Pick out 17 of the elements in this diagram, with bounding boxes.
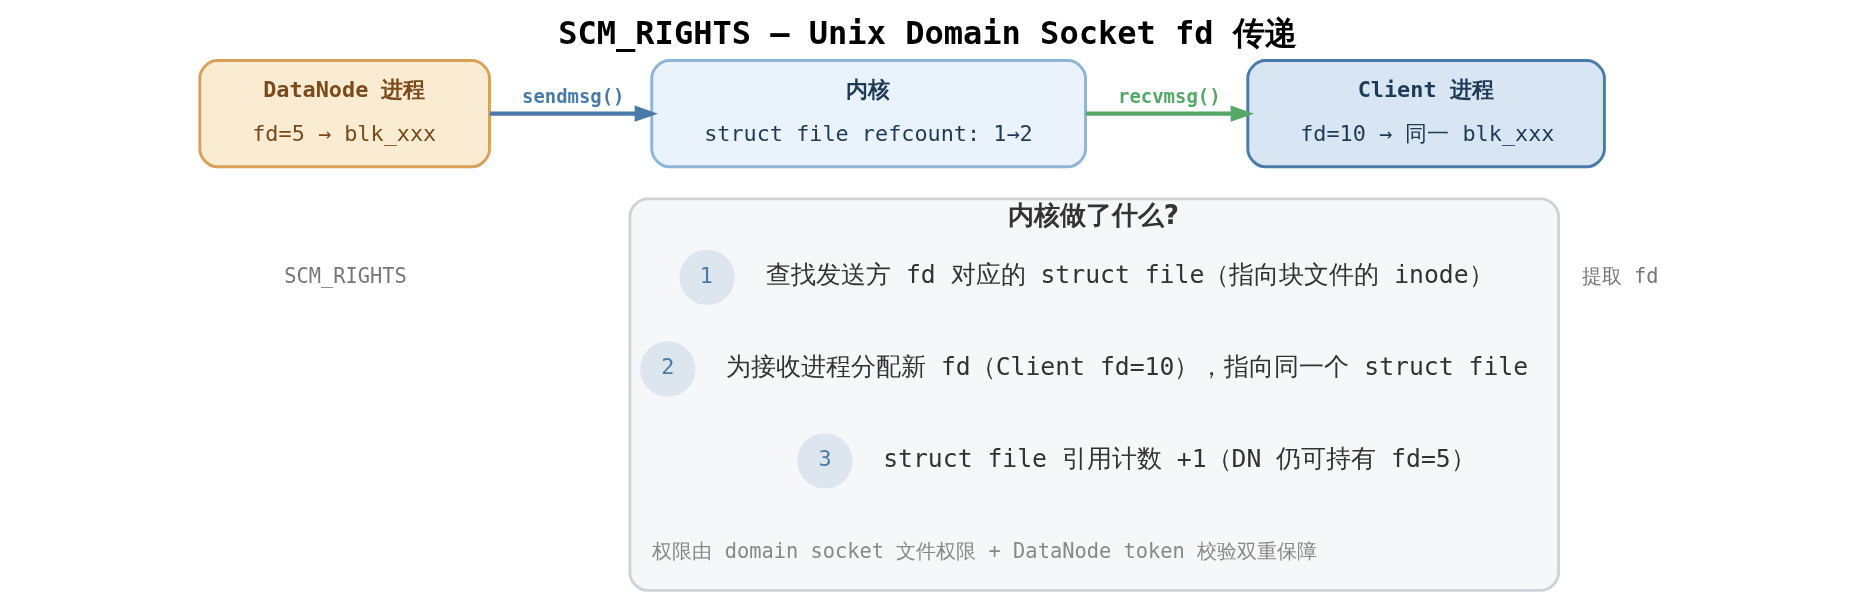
node-box: DataNode 进程 fd=5 → blk_xxx bbox=[197, 59, 491, 169]
arrow bbox=[489, 105, 658, 122]
node-circle: 2 bbox=[639, 341, 695, 397]
label: 提取 fd bbox=[1581, 263, 1659, 288]
node-box: 内核 struct file refcount: 1→2 bbox=[649, 59, 1087, 169]
node-box: Client 进程 fd=10 → 同一 blk_xxx bbox=[1245, 59, 1606, 169]
edge-label: recvmsg() bbox=[1117, 84, 1221, 107]
label: SCM_RIGHTS bbox=[283, 263, 407, 288]
edge-label: sendmsg() bbox=[521, 84, 625, 107]
node-circle: 3 bbox=[796, 433, 853, 489]
diagram-title: SCM_RIGHTS — Unix Domain Socket fd 传递 bbox=[557, 13, 1297, 52]
label: 权限由 domain socket 文件权限 + DataNode token 校验双重保障 bbox=[651, 538, 1317, 563]
arrow bbox=[1085, 105, 1254, 122]
node-circle: 1 bbox=[678, 249, 735, 306]
node-label: 为接收进程分配新 fd（Client fd=10），指向同一个 struct file bbox=[725, 352, 1528, 382]
node-label: 查找发送方 fd 对应的 struct file（指向块文件的 inode） bbox=[765, 260, 1494, 290]
node-label: struct file 引用计数 +1（DN 仍可持有 fd=5） bbox=[882, 443, 1476, 473]
